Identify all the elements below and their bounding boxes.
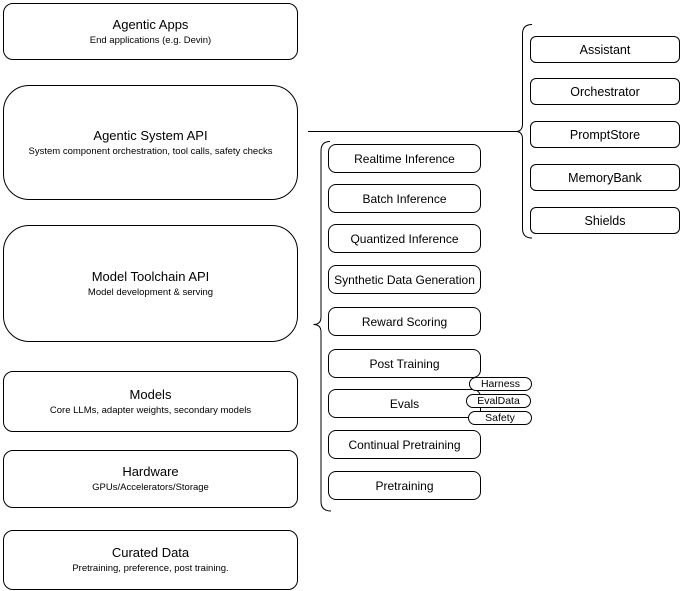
layer-subtitle: Core LLMs, adapter weights, secondary mo…: [49, 404, 252, 416]
layer-model-toolchain-api: Model Toolchain API Model development & …: [3, 225, 298, 342]
layer-title: Hardware: [122, 464, 179, 479]
layer-title: Curated Data: [111, 545, 190, 560]
layer-hardware: Hardware GPUs/Accelerators/Storage: [3, 450, 298, 508]
system-component-memorybank: MemoryBank: [530, 164, 680, 191]
layer-agentic-system-api: Agentic System API System component orch…: [3, 85, 298, 200]
toolchain-item-batch-inference: Batch Inference: [328, 184, 481, 213]
layer-models: Models Core LLMs, adapter weights, secon…: [3, 371, 298, 432]
toolchain-item-evals: Evals: [328, 389, 481, 418]
layer-title: Agentic System API: [93, 127, 208, 143]
system-component-shields: Shields: [530, 207, 680, 234]
system-component-orchestrator: Orchestrator: [530, 78, 680, 105]
toolchain-item-reward-scoring: Reward Scoring: [328, 307, 481, 336]
layer-subtitle: GPUs/Accelerators/Storage: [92, 482, 209, 493]
evals-tag-evaldata: EvalData: [466, 394, 531, 408]
layer-subtitle: Model development & serving: [87, 286, 214, 298]
toolchain-item-quantized-inference: Quantized Inference: [328, 224, 481, 253]
layer-title: Model Toolchain API: [91, 268, 210, 284]
layer-subtitle: System component orchestration, tool cal…: [28, 145, 273, 157]
layer-curated-data: Curated Data Pretraining, preference, po…: [3, 530, 298, 590]
toolchain-item-synthetic-data-generation: Synthetic Data Generation: [328, 265, 481, 294]
evals-tag-harness: Harness: [469, 377, 532, 391]
layer-title: Agentic Apps: [112, 16, 189, 32]
toolchain-item-post-training: Post Training: [328, 349, 481, 378]
system-component-promptstore: PromptStore: [530, 121, 680, 148]
layer-title: Models: [129, 386, 172, 402]
toolchain-item-continual-pretraining: Continual Pretraining: [328, 430, 481, 459]
toolchain-item-pretraining: Pretraining: [328, 471, 481, 500]
system-component-assistant: Assistant: [530, 36, 680, 63]
layer-subtitle: End applications (e.g. Devin): [89, 34, 212, 46]
evals-tag-safety: Safety: [468, 411, 532, 425]
toolchain-item-realtime-inference: Realtime Inference: [328, 144, 481, 173]
layer-subtitle: Pretraining, preference, post training.: [72, 563, 229, 574]
layer-agentic-apps: Agentic Apps End applications (e.g. Devi…: [3, 3, 298, 60]
